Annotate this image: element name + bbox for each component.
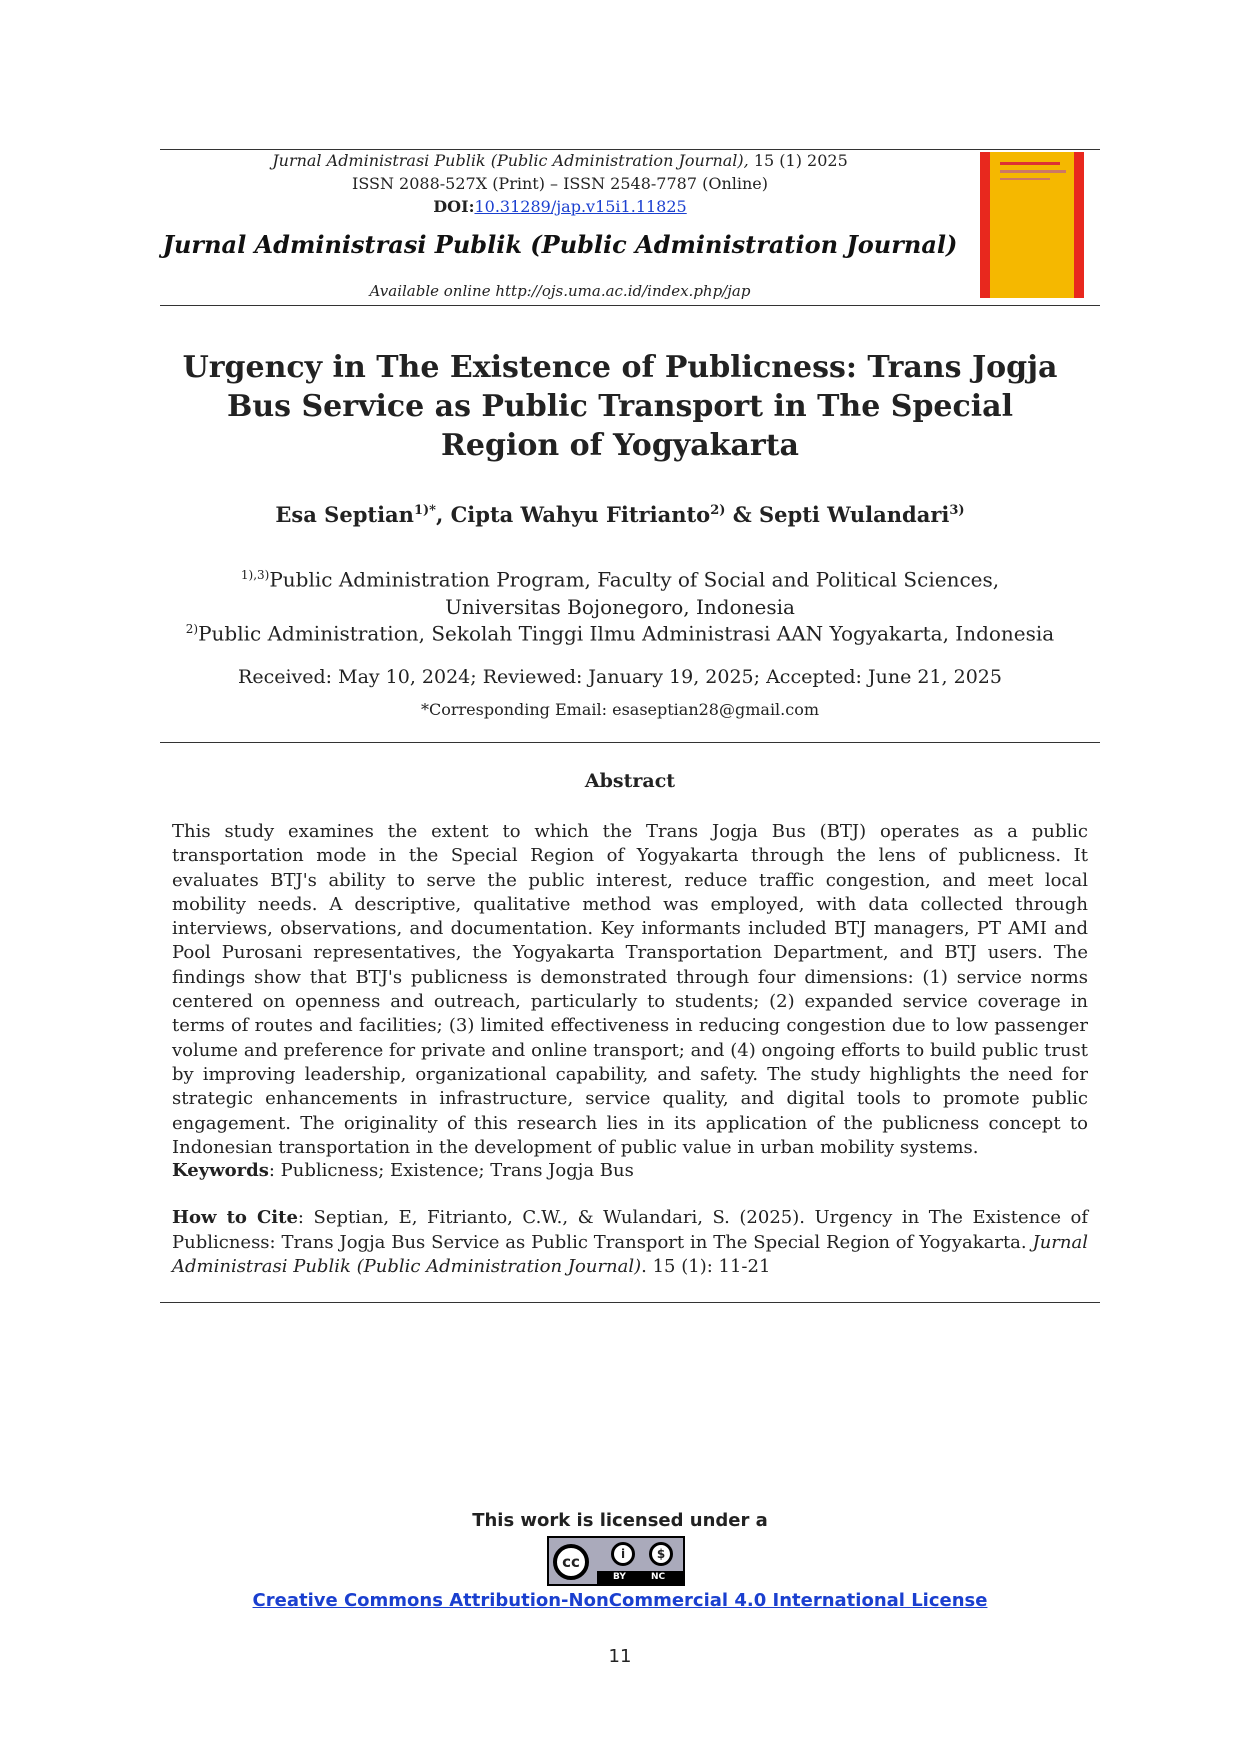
cite-text: : Septian, E, Fitrianto, C.W., & Wulanda… xyxy=(172,1207,1088,1253)
affiliation-text: Public Administration, Sekolah Tinggi Il… xyxy=(198,621,1055,646)
cite-label: How to Cite xyxy=(172,1207,298,1228)
author-mark: 2) xyxy=(710,503,726,518)
abstract-bottom-rule xyxy=(160,1302,1100,1303)
journal-title: Jurnal Administrasi Publik (Public Admin… xyxy=(162,230,958,259)
article-title: Urgency in The Existence of Publicness: … xyxy=(182,350,1058,463)
cover-title-mark xyxy=(1000,162,1060,165)
cc-by-nc-badge[interactable]: cc i $ BY NC xyxy=(547,1536,685,1586)
author-mark: 3) xyxy=(949,503,965,518)
doi-link[interactable]: 10.31289/jap.v15i1.11825 xyxy=(474,197,687,216)
keywords-label: Keywords xyxy=(172,1160,269,1181)
issn-line: ISSN 2088-527X (Print) – ISSN 2548-7787 … xyxy=(352,174,768,193)
journal-volume: 15 (1) 2025 xyxy=(753,151,848,170)
doi-line: DOI:10.31289/jap.v15i1.11825 xyxy=(160,196,960,218)
nc-label: NC xyxy=(651,1572,666,1582)
journal-name-italic: Jurnal Administrasi Publik (Public Admin… xyxy=(272,151,749,170)
affiliation-1: 1),3)Public Administration Program, Facu… xyxy=(200,562,1040,621)
noncommercial-icon: $ xyxy=(649,1542,673,1566)
author-name: Esa Septian xyxy=(275,502,414,527)
author-name: Septi Wulandari xyxy=(758,502,950,527)
article-dates: Received: May 10, 2024; Reviewed: Januar… xyxy=(238,666,1002,688)
license-link[interactable]: Creative Commons Attribution-NonCommerci… xyxy=(252,1590,988,1611)
by-label: BY xyxy=(613,1572,626,1582)
cite-tail: . 15 (1): 11-21 xyxy=(641,1256,771,1277)
author-separator: & xyxy=(725,502,759,527)
cite-journal: Jurnal Administrasi Publik (Public Admin… xyxy=(172,1231,1088,1278)
license-terms-bar: BY NC xyxy=(597,1571,683,1584)
affiliation-mark: 2) xyxy=(185,622,199,636)
attribution-icon: i xyxy=(611,1542,635,1566)
author-separator: , xyxy=(435,502,451,527)
affiliation-text: Public Administration Program, Faculty o… xyxy=(269,567,1000,619)
affiliation-mark: 1),3) xyxy=(240,568,270,582)
journal-cover-image xyxy=(980,152,1084,298)
cover-subtitle-mark xyxy=(1000,178,1050,180)
license-intro: This work is licensed under a xyxy=(472,1510,768,1531)
keywords-text: : Publicness; Existence; Trans Jogja Bus xyxy=(268,1160,634,1181)
journal-citation-line: Jurnal Administrasi Publik (Public Admin… xyxy=(160,150,960,172)
abstract-body: This study examines the extent to which … xyxy=(172,821,1088,1158)
header-bottom-rule xyxy=(160,305,1100,306)
page-number: 11 xyxy=(608,1646,632,1667)
abstract-top-rule xyxy=(160,742,1100,743)
doi-label: DOI: xyxy=(433,197,475,216)
how-to-cite: How to Cite: Septian, E, Fitrianto, C.W.… xyxy=(172,1206,1088,1280)
cc-logo-icon: cc xyxy=(553,1544,589,1580)
corresponding-email: *Corresponding Email: esaseptian28@gmail… xyxy=(420,700,820,719)
available-online: Available online http://ojs.uma.ac.id/in… xyxy=(369,282,751,300)
affiliation-2: 2)Public Administration, Sekolah Tinggi … xyxy=(180,616,1060,648)
author-mark: 1)* xyxy=(413,503,436,518)
cover-subtitle-mark xyxy=(1000,170,1066,173)
keywords: Keywords: Publicness; Existence; Trans J… xyxy=(172,1160,1088,1181)
abstract-heading: Abstract xyxy=(584,770,676,792)
header-top-rule xyxy=(160,149,1100,150)
author-name: Cipta Wahyu Fitrianto xyxy=(450,502,711,527)
author-list: Esa Septian1)*, Cipta Wahyu Fitrianto2) … xyxy=(180,502,1060,527)
